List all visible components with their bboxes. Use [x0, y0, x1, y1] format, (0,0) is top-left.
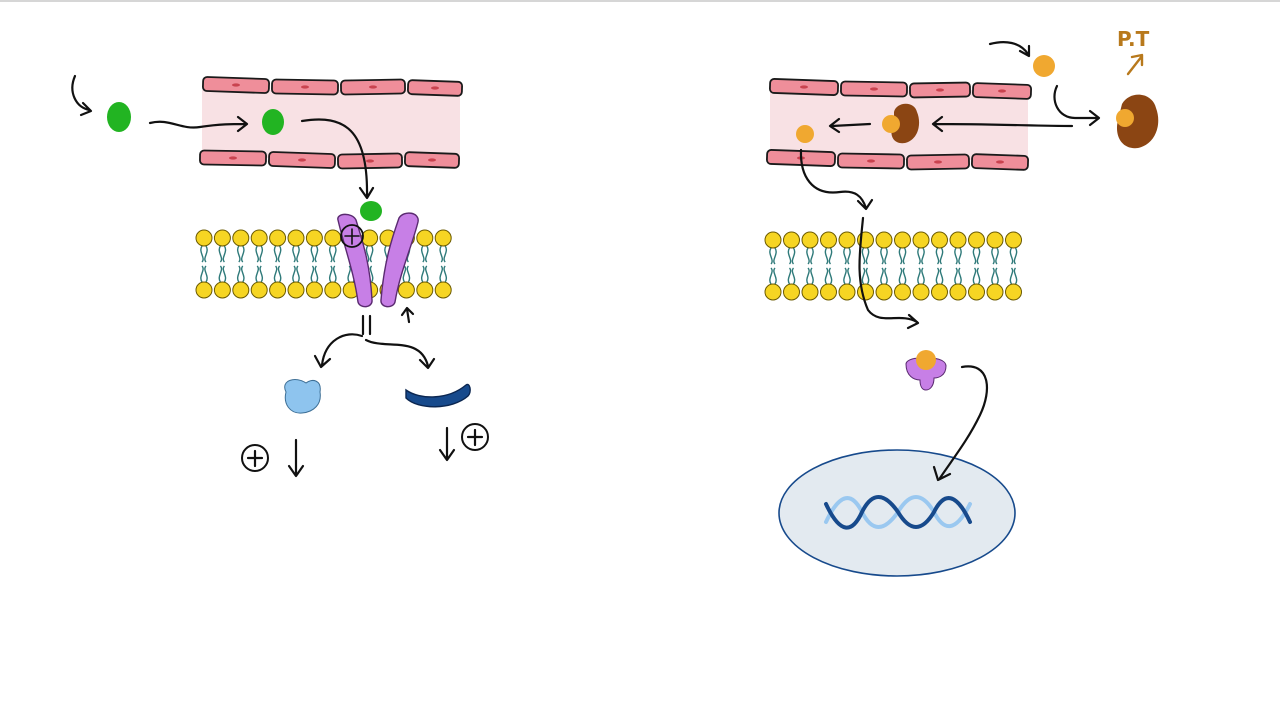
phospholipid: [416, 229, 434, 299]
signal-transduction-left: [313, 306, 436, 370]
hormone-source-label: P.T: [1117, 27, 1150, 51]
phospholipid: [269, 229, 287, 299]
cell-membrane-left: [195, 229, 452, 299]
plus-sign-icon: [461, 423, 489, 451]
lipid-soluble-hormone-icon: [1033, 55, 1055, 77]
vessel-upper-wall-left: [202, 76, 463, 97]
phospholipid: [324, 229, 342, 299]
response-note-right: [438, 423, 489, 462]
cell-nucleus: [778, 449, 1016, 577]
right-panel-lipid-soluble-pathway: P.T: [764, 27, 1159, 577]
dna-helix-icon: [824, 495, 972, 530]
blood-vessel-right: [766, 78, 1032, 171]
membrane-receptor-icon: [337, 212, 419, 308]
effector-protein-icon: [405, 383, 471, 408]
phospholipid: [287, 229, 305, 299]
phospholipid: [912, 231, 930, 301]
lipid-soluble-hormone-icon: [916, 350, 936, 370]
to-vessel-arrow: [148, 115, 249, 133]
plus-sign-icon: [241, 444, 269, 472]
water-soluble-hormone-icon: [107, 102, 131, 132]
vessel-lower-wall-right: [766, 149, 1029, 171]
water-soluble-hormone-icon: [262, 109, 284, 135]
phospholipid: [764, 231, 782, 301]
plus-sign-icon: [340, 224, 364, 248]
blood-vessel-left: [199, 76, 463, 170]
lipid-soluble-hormone-icon: [882, 115, 900, 133]
phospholipid: [434, 229, 452, 299]
phospholipid: [250, 229, 268, 299]
phospholipid: [986, 231, 1004, 301]
phospholipid: [875, 231, 893, 301]
source-arrow: [1126, 53, 1144, 76]
left-panel-water-soluble-pathway: [71, 74, 489, 478]
phospholipid: [820, 231, 837, 301]
lipid-soluble-hormone-icon: [1116, 109, 1134, 127]
water-soluble-hormone-icon: [360, 201, 382, 221]
phospholipid: [195, 229, 213, 299]
phospholipid: [894, 231, 911, 301]
left-arrows: [71, 74, 375, 200]
secretion-arrow-left: [71, 74, 93, 117]
to-receptor-arrow: [300, 118, 375, 200]
phospholipid: [783, 231, 800, 301]
phospholipid: [232, 229, 250, 299]
phospholipid: [931, 231, 948, 301]
phospholipid: [213, 229, 231, 299]
phospholipid: [968, 231, 985, 301]
right-arrows: [799, 41, 1101, 482]
phospholipid: [949, 231, 967, 301]
second-messenger-icon: [284, 379, 321, 414]
vessel-lower-wall-left: [199, 149, 460, 170]
lipid-soluble-hormone-icon: [796, 125, 814, 143]
phospholipid: [801, 231, 819, 301]
carrier-protein-icon: [891, 103, 920, 144]
vessel-upper-wall-right: [769, 78, 1032, 100]
response-note-left: [241, 438, 305, 478]
phospholipid: [1005, 231, 1022, 301]
phospholipid: [305, 229, 323, 299]
phospholipid: [838, 231, 856, 301]
carrier-protein-icon: [1116, 94, 1159, 149]
